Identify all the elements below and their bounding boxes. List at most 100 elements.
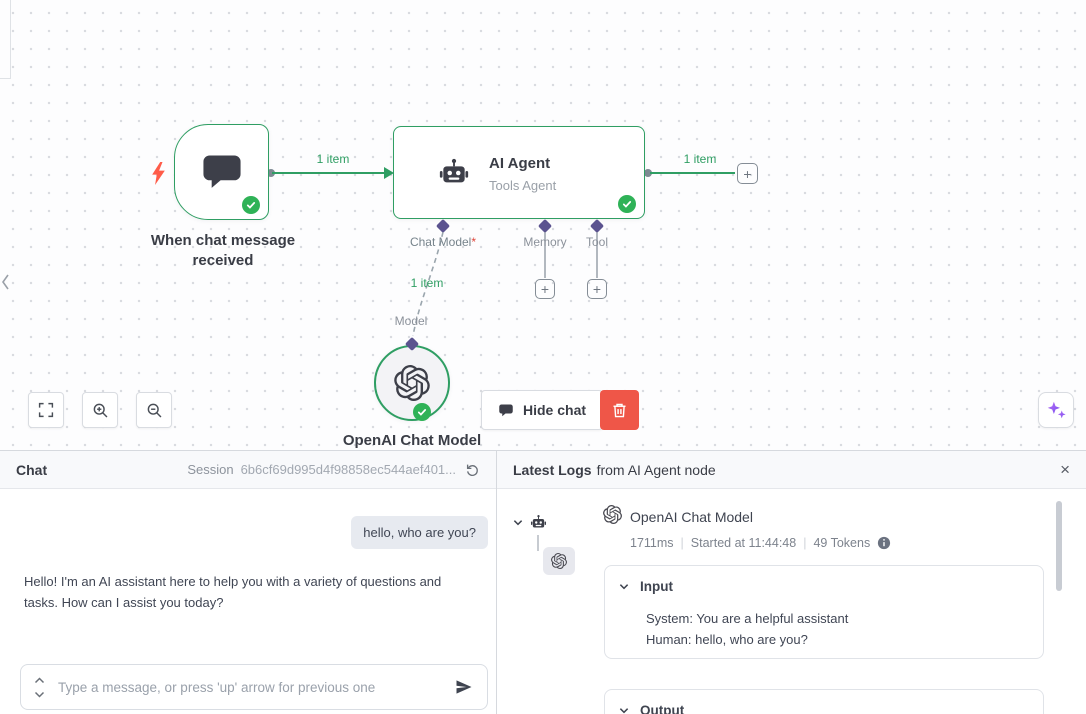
add-memory-button[interactable]: +	[535, 279, 555, 299]
log-entry-meta: 1711ms | Started at 11:44:48 | 49 Tokens	[630, 536, 891, 550]
logs-panel-header: Latest Logs from AI Agent node ×	[497, 451, 1086, 489]
log-input-system-line: System: You are a helpful assistant	[646, 611, 849, 626]
add-node-after-agent-button[interactable]: +	[737, 163, 758, 184]
log-input-section: Input System: You are a helpful assistan…	[604, 565, 1044, 659]
openai-node-label: OpenAI Chat Model	[342, 432, 482, 449]
delete-button[interactable]	[600, 390, 639, 430]
log-input-label: Input	[640, 579, 673, 594]
agent-input-arrow	[384, 167, 394, 179]
chat-panel-header: Chat Session 6b6cf69d995d4f98858ec544aef…	[0, 451, 496, 489]
zoom-out-icon	[147, 403, 161, 417]
trash-icon	[613, 403, 626, 417]
add-tool-button[interactable]: +	[587, 279, 607, 299]
hide-chat-button[interactable]: Hide chat	[481, 390, 604, 430]
zoom-in-icon	[93, 403, 107, 417]
trigger-output-port[interactable]	[267, 169, 275, 177]
session-id: 6b6cf69d995d4f98858ec544aef401...	[240, 462, 456, 477]
canvas-left-border-tick	[0, 78, 11, 79]
tool-port-label: Tool	[585, 235, 608, 249]
chat-bubble-icon	[202, 155, 241, 188]
history-down-button[interactable]	[34, 691, 45, 698]
openai-success-check-icon	[413, 403, 431, 421]
sparkles-icon	[1047, 401, 1066, 418]
logs-body: OpenAI Chat Model 1711ms | Started at 11…	[497, 489, 1086, 714]
chevron-down-icon	[513, 520, 523, 526]
send-icon	[456, 680, 472, 694]
ai-assistant-button[interactable]	[1038, 392, 1074, 428]
tree-connector	[537, 535, 539, 551]
user-message-bubble: hello, who are you?	[351, 516, 488, 549]
chat-panel: Chat Session 6b6cf69d995d4f98858ec544aef…	[0, 451, 497, 714]
chevron-up-icon	[34, 676, 45, 683]
chat-bubble-icon	[499, 404, 513, 416]
assistant-message: Hello! I'm an AI assistant here to help …	[24, 574, 442, 610]
chevron-down-icon	[619, 708, 629, 714]
fit-view-button[interactable]	[28, 392, 64, 428]
log-input-content: System: You are a helpful assistant Huma…	[605, 600, 1043, 662]
edge-chatmodel-to-openai[interactable]	[412, 231, 444, 337]
message-input[interactable]	[58, 679, 446, 695]
robot-icon[interactable]	[530, 514, 547, 531]
chat-model-port-label: Chat Model*	[409, 235, 477, 249]
log-output-section: Output	[604, 689, 1044, 714]
chevron-down-icon	[34, 691, 45, 698]
tree-expand-chevron[interactable]	[513, 519, 523, 526]
zoom-out-button[interactable]	[136, 392, 172, 428]
log-input-toggle[interactable]: Input	[605, 566, 1043, 600]
fit-view-icon	[38, 402, 54, 418]
plus-icon: +	[540, 281, 550, 297]
log-input-human-line: Human: hello, who are you?	[646, 632, 808, 647]
edge-items-label: 1 item	[410, 276, 444, 290]
agent-node-subtitle: Tools Agent	[489, 178, 557, 193]
log-output-toggle[interactable]: Output	[605, 690, 1043, 714]
log-output-label: Output	[640, 703, 685, 714]
hide-chat-label: Hide chat	[523, 402, 587, 418]
log-entry-openai-icon	[603, 505, 622, 524]
plus-icon: +	[743, 165, 752, 182]
agent-output-port[interactable]	[644, 169, 652, 177]
openai-logo-icon	[551, 553, 567, 569]
chat-messages: hello, who are you? Hello! I'm an AI ass…	[0, 489, 496, 664]
zoom-in-button[interactable]	[82, 392, 118, 428]
node-ai-agent[interactable]: AI Agent Tools Agent	[393, 126, 645, 219]
trigger-success-check-icon	[242, 196, 260, 214]
robot-icon	[439, 158, 469, 183]
sidebar-collapse-handle[interactable]	[0, 268, 16, 296]
message-history-stepper	[34, 676, 45, 698]
trigger-node-label: When chat message received	[150, 232, 296, 269]
node-chat-trigger[interactable]	[174, 124, 269, 220]
chat-input-container	[20, 664, 488, 710]
canvas-left-border	[10, 0, 11, 78]
model-port-label: Model	[394, 314, 428, 328]
edge-items-label: 1 item	[316, 152, 350, 166]
reset-session-icon	[466, 464, 478, 476]
tree-item-openai-model[interactable]	[543, 547, 575, 575]
send-message-button[interactable]	[454, 677, 474, 697]
logs-scrollbar[interactable]	[1056, 501, 1062, 591]
session-info: Session 6b6cf69d995d4f98858ec544aef401..…	[187, 462, 456, 477]
workflow-canvas[interactable]: When chat message received AI Agent Tool…	[0, 0, 1086, 450]
session-label: Session	[187, 462, 234, 477]
node-openai-chat-model[interactable]	[374, 345, 450, 421]
chat-panel-title: Chat	[16, 461, 48, 478]
openai-logo-icon	[394, 365, 430, 401]
agent-node-title: AI Agent	[489, 155, 551, 172]
bottom-panels: Chat Session 6b6cf69d995d4f98858ec544aef…	[0, 450, 1086, 714]
log-tokens: 49 Tokens	[813, 536, 871, 550]
reset-session-button[interactable]	[465, 462, 480, 477]
edge-items-label: 1 item	[683, 152, 717, 166]
openai-logo-icon	[603, 505, 622, 524]
chevron-down-icon	[619, 584, 629, 590]
required-marker: *	[471, 235, 477, 249]
chevron-left-icon	[2, 274, 9, 290]
logs-panel-title: Latest Logs from AI Agent node	[513, 461, 716, 478]
log-entry-title: OpenAI Chat Model	[630, 509, 753, 525]
log-duration: 1711ms	[630, 536, 674, 550]
history-up-button[interactable]	[34, 676, 45, 684]
info-icon[interactable]	[877, 536, 891, 550]
logs-panel: Latest Logs from AI Agent node ×	[497, 451, 1086, 714]
log-started-at: Started at 11:44:48	[690, 536, 797, 550]
close-logs-button[interactable]: ×	[1060, 460, 1070, 479]
workflow-edges	[267, 167, 735, 337]
trigger-bolt-icon	[152, 162, 165, 185]
